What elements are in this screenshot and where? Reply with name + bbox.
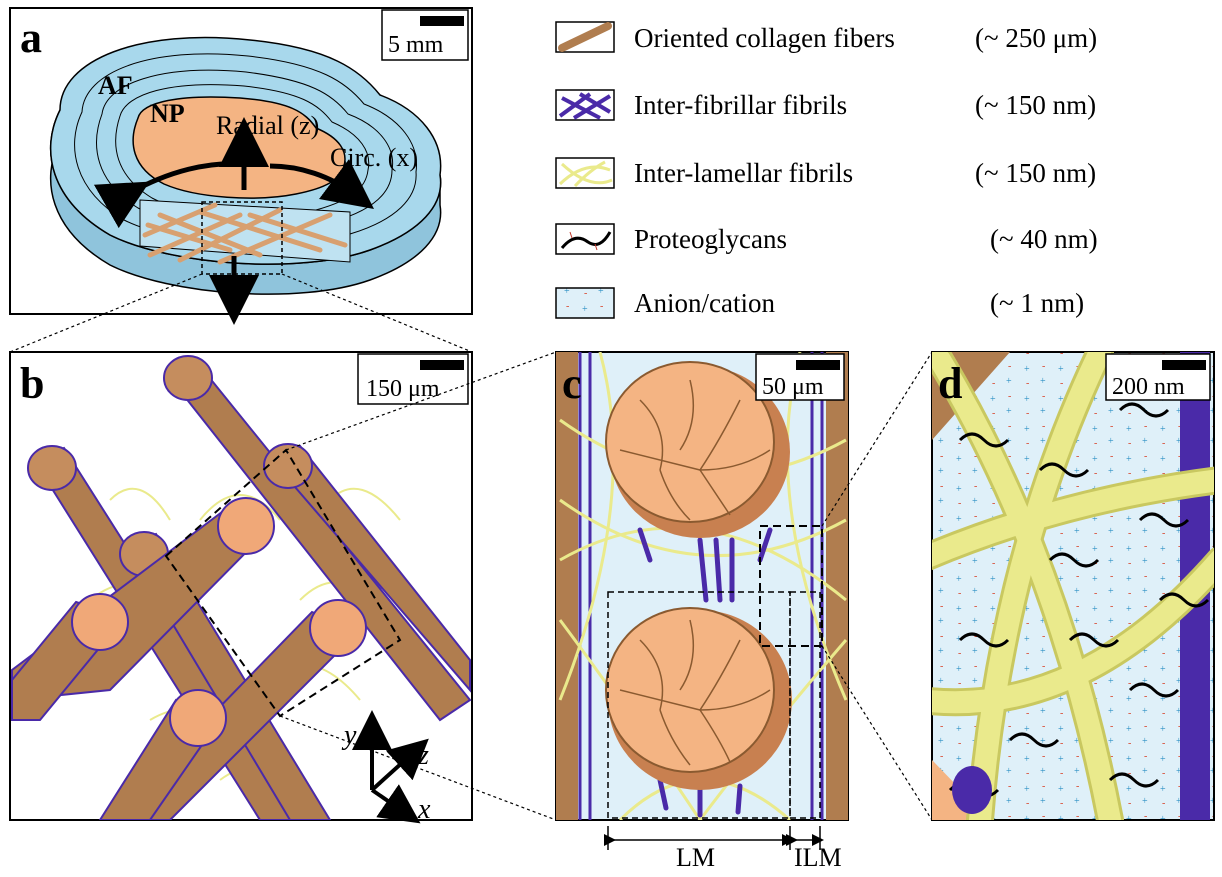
circ-arrow-right — [269, 159, 375, 209]
panel-c-scale-bar: 50 μm — [755, 353, 845, 401]
panel-d-scale-text: 200 nm — [1112, 374, 1185, 400]
zoom-connector — [281, 273, 473, 353]
collagen-fiber-rod — [98, 689, 227, 820]
legend-size-proteoglycans: (~ 40 nm) — [990, 224, 1098, 254]
disc-cutout — [139, 199, 351, 275]
panel-c-zoom-box — [759, 525, 823, 647]
legend-label-proteoglycans: Proteoglycans — [634, 224, 787, 254]
radial-label: Radial (z) — [216, 111, 319, 140]
circ-label: Circ. (x) — [330, 143, 418, 172]
legend-label-ions: Anion/cation — [634, 288, 775, 318]
collagen-fiber-rod — [11, 593, 129, 721]
legend-label-inter-lamellar: Inter-lamellar fibrils — [634, 158, 853, 188]
zoom-connector — [9, 273, 203, 353]
ilm-label: ILM — [794, 843, 842, 872]
panel-b-scale-bar: 150 μm — [357, 353, 469, 405]
proteoglycans — [948, 402, 1210, 798]
panel-d-letter: d — [938, 359, 962, 408]
legend-size-collagen: (~ 250 μm) — [975, 23, 1097, 53]
panel-b-letter: b — [20, 359, 44, 408]
z-axis-label: z — [417, 740, 429, 771]
x-axis-label: x — [417, 794, 431, 825]
panel-a: a 5 mm — [9, 7, 473, 325]
ion-swatch — [555, 287, 615, 319]
lm-label: LM — [676, 843, 715, 872]
panel-c: c 50 μm LM ILM — [555, 351, 849, 872]
legend: Oriented collagen fibers (~ 250 μm) Inte… — [555, 21, 1098, 319]
af-label: AF — [98, 71, 133, 100]
legend-size-inter-fibrillar: (~ 150 nm) — [975, 90, 1096, 120]
panel-a-scale-bar: 5 mm — [381, 9, 469, 61]
legend-size-inter-lamellar: (~ 150 nm) — [975, 158, 1096, 188]
panel-d-scale-bar: 200 nm — [1105, 353, 1211, 401]
collagen-fiber-side — [556, 352, 578, 820]
zoom-connector — [821, 351, 933, 527]
panel-a-zoom-box — [201, 201, 283, 275]
lm-region-box — [607, 591, 791, 819]
axis-triad: y z x — [341, 710, 431, 825]
collagen-fiber-cross-section — [605, 361, 790, 538]
panel-a-scale-text: 5 mm — [388, 32, 444, 58]
np-label: NP — [150, 99, 185, 128]
panel-c-letter: c — [562, 359, 582, 408]
legend-label-inter-fibrillar: Inter-fibrillar fibrils — [634, 90, 847, 120]
zoom-connector — [279, 715, 557, 821]
collagen-fiber-cross-section — [605, 607, 792, 790]
panel-d: d 200 nm — [931, 351, 1215, 821]
panel-b-zoom-box — [164, 448, 402, 718]
x-axis-arrow — [370, 784, 421, 824]
ilm-region-box — [789, 591, 821, 819]
panel-b: b 150 μm y z x — [9, 351, 473, 825]
panel-c-scale-text: 50 μm — [762, 374, 824, 400]
panel-b-scale-text: 150 μm — [366, 376, 440, 402]
collagen-fiber-side — [826, 352, 848, 820]
z-axis-arrow — [370, 738, 429, 792]
panel-a-letter: a — [20, 13, 42, 62]
legend-label-collagen: Oriented collagen fibers — [634, 23, 895, 53]
zoom-connector — [821, 645, 933, 821]
inter-fibrillar-swatch — [555, 89, 615, 121]
y-axis-label: y — [341, 720, 357, 751]
legend-size-ions: (~ 1 nm) — [990, 288, 1084, 318]
